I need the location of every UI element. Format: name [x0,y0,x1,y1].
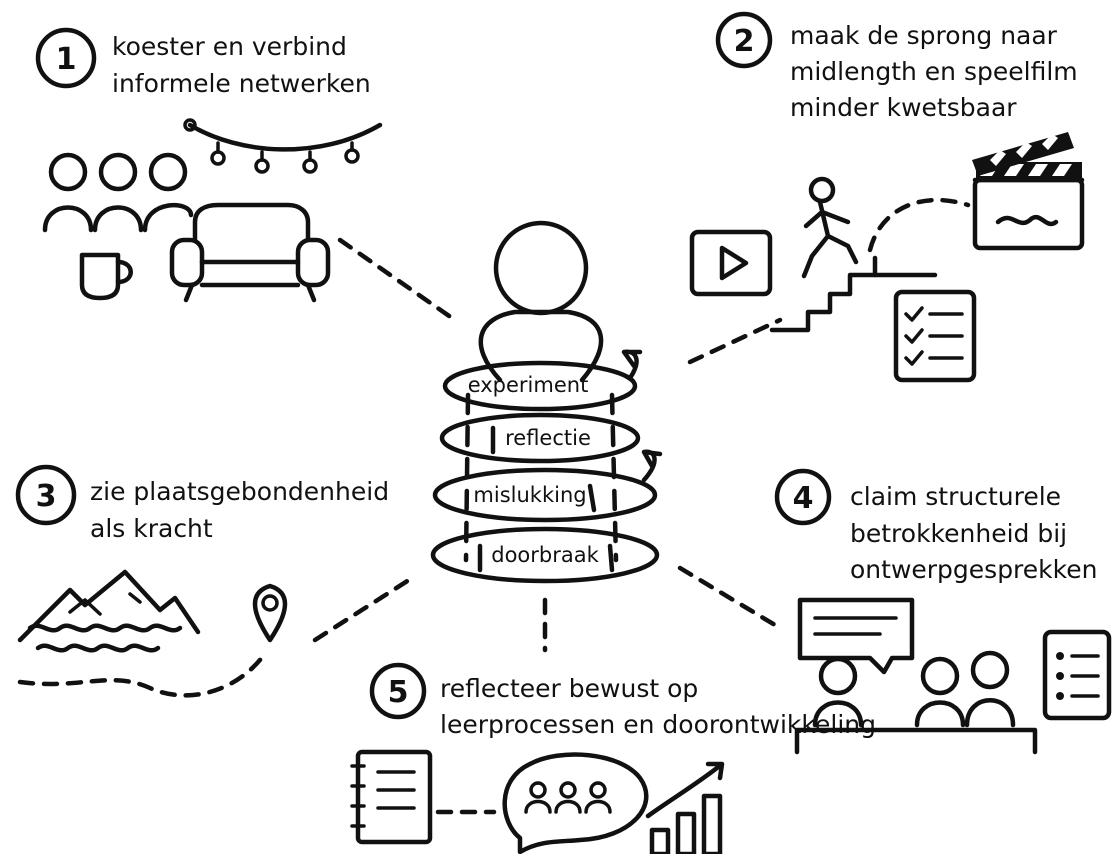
ring-doorbraak: doorbraak [430,526,660,584]
ring-mislukking: mislukking [432,449,663,523]
spiral-rings: experiment reflectie mislukking doorbraa… [430,349,663,584]
checklist-icon [893,289,977,383]
step-4-line-3: ontwerpgesprekken [850,555,1097,584]
mug-icon [79,252,133,301]
ring-label-doorbraak: doorbraak [491,543,599,567]
step-5-line-2: leerprocessen en doorontwikkeling [440,710,876,739]
step-1-badge [35,27,97,89]
jump-path [867,197,971,253]
step-4: 4 claim structurele betrokkenheid bij on… [774,468,1112,755]
mountains-icon [17,569,201,653]
ring-label-mislukking: mislukking [473,483,586,507]
step-2-line-3: minder kwetsbaar [790,93,1017,122]
step-3-line-2: als kracht [90,514,213,543]
step-2-line-2: midlength en speelfilm [790,57,1078,86]
video-play-icon [689,229,773,297]
figure-head [493,220,589,316]
people-icon [42,152,194,233]
step-4-line-2: betrokkenheid bij [850,519,1067,548]
clapperboard-icon [972,132,1085,251]
sofa-icon [169,202,331,303]
figure-shoulders [478,309,604,383]
agenda-icon [1042,629,1112,721]
step-3-line-1: zie plaatsgebondenheid [90,477,389,506]
step-1: 1 koester en verbind informele netwerken [35,27,383,303]
speech-bubble-icon [797,597,915,675]
connector-1 [337,237,455,321]
step-2-number: 2 [734,24,755,59]
connector-2 [687,317,783,365]
notebook-icon [350,749,433,845]
meeting-people-icon [794,650,1038,755]
step-5-badge [369,662,427,720]
step-2: 2 maak de sprong naar midlength en speel… [689,11,1085,383]
running-person-icon [801,176,859,279]
ring-label-experiment: experiment [468,373,589,397]
step-1-number: 1 [56,42,77,77]
step-1-line-1: koester en verbind [112,32,347,61]
connector-4 [677,565,778,628]
step-1-line-2: informele netwerken [112,69,371,98]
group-discussion-icon [502,752,649,854]
stairs-icon [769,255,938,333]
trail-path [17,649,269,698]
step-2-badge [715,11,773,69]
ring-label-reflectie: reflectie [505,426,591,450]
location-pin-icon [252,583,288,643]
step-5-number: 5 [388,675,409,710]
step-3-number: 3 [36,479,57,514]
string-lights-icon [183,118,383,174]
step-2-line-1: maak de sprong naar [790,21,1058,50]
connectors [312,237,783,653]
step-4-number: 4 [793,481,814,516]
step-3: 3 zie plaatsgebondenheid als kracht [15,464,389,698]
step-5: 5 reflecteer bewust op leerprocessen en … [350,662,876,854]
step-5-line-1: reflecteer bewust op [440,674,698,703]
step-4-line-1: claim structurele [850,482,1061,511]
step-4-badge [774,468,832,526]
connector-3 [312,575,415,643]
ring-reflectie: reflectie [439,412,641,464]
step-3-badge [15,464,77,526]
ring-experiment: experiment [442,349,643,412]
growth-chart-icon [645,761,725,854]
